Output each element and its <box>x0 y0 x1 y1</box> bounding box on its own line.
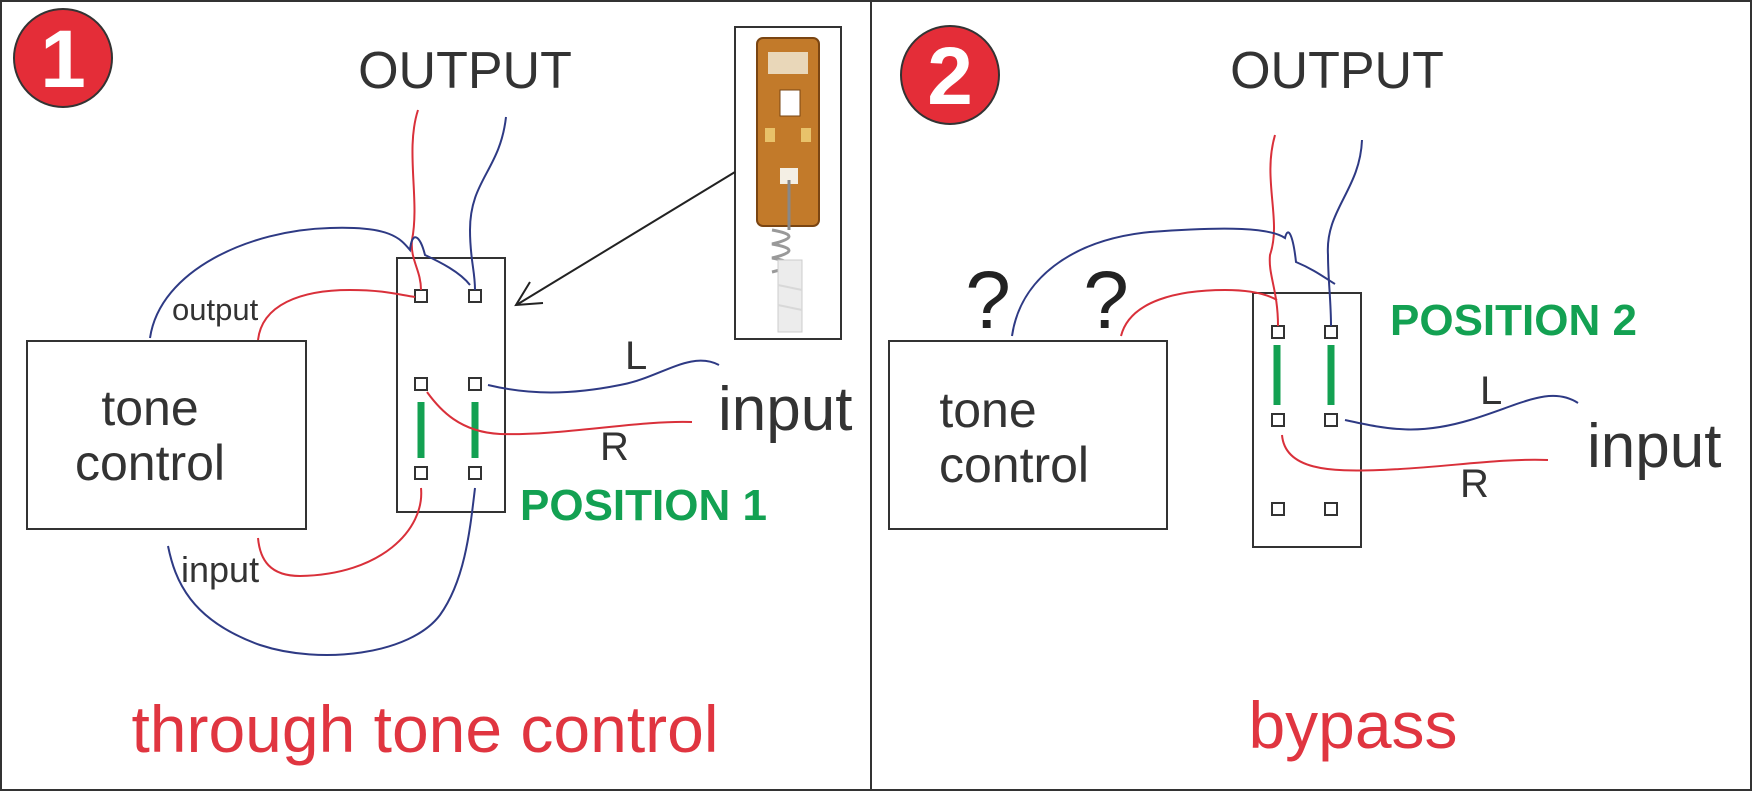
output-small-label-1: output <box>172 292 259 327</box>
output-heading-2: OUTPUT <box>1230 42 1444 100</box>
switch-1-terminal-mr <box>468 377 482 391</box>
output-blue-wire-1 <box>468 116 507 291</box>
wires-panel-1 <box>149 109 720 656</box>
input-R-wire-2 <box>1281 434 1549 472</box>
output-heading-1: OUTPUT <box>358 42 572 100</box>
channel-L-label-2: L <box>1480 369 1502 413</box>
question-mark-1: ? <box>965 255 1011 346</box>
badge-1-number: 1 <box>40 14 86 105</box>
question-mark-2: ? <box>1083 255 1129 346</box>
switch-1-terminal-bl <box>414 466 428 480</box>
switch-1-terminal-tl <box>414 289 428 303</box>
wires-panel-2 <box>1011 134 1579 472</box>
tone-control-box-1: tone control <box>26 340 307 530</box>
switch-2-terminal-bl <box>1271 502 1285 516</box>
tone-control-label-2b: control <box>939 437 1089 493</box>
output-blue-wire-2 <box>1326 139 1363 327</box>
output-red-wire-2 <box>1268 134 1279 327</box>
input-label-1: input <box>718 375 852 444</box>
pointer-arrow <box>514 171 736 307</box>
switch-1-terminal-tr <box>468 289 482 303</box>
switch-body-1 <box>396 257 506 513</box>
caption-2: bypass <box>1248 688 1457 762</box>
tone-input-red-wire-1 <box>257 487 423 578</box>
switch-2-terminal-br <box>1324 502 1338 516</box>
badge-2-number: 2 <box>927 31 973 122</box>
switch-2-terminal-tr <box>1324 325 1338 339</box>
tone-control-box-2: tone control <box>888 340 1168 530</box>
panel-2-frame <box>870 0 1752 791</box>
tone-input-blue-wire-1 <box>167 487 476 656</box>
output-red-wire-1 <box>410 109 422 291</box>
position-label-1: POSITION 1 <box>520 481 767 530</box>
channel-R-label-1: R <box>600 425 629 469</box>
channel-L-label-1: L <box>625 334 647 378</box>
switch-1-terminal-ml <box>414 377 428 391</box>
tone-control-label-2a: tone <box>939 382 1036 438</box>
switch-2-terminal-mr <box>1324 413 1338 427</box>
input-small-label-1: input <box>181 549 259 590</box>
channel-R-label-2: R <box>1460 462 1489 506</box>
panel-2 <box>870 0 1752 791</box>
switch-body-2 <box>1252 292 1362 548</box>
badge-1: 1 <box>13 8 113 108</box>
switch-2-terminal-tl <box>1271 325 1285 339</box>
switch-1-terminal-br <box>468 466 482 480</box>
tone-blue-wire-2 <box>1011 227 1336 337</box>
input-R-wire-1 <box>426 391 693 436</box>
output-blue-wire-loop-1 <box>149 226 471 339</box>
push-switch-photo-icon <box>734 26 842 340</box>
input-L-wire-2 <box>1344 394 1579 431</box>
tone-red-wire-2 <box>1120 288 1278 337</box>
input-L-wire-1 <box>487 359 720 394</box>
tone-control-label-1a: tone <box>101 380 198 436</box>
caption-1: through tone control <box>131 692 718 766</box>
output-red-wire-tone-1 <box>257 288 416 341</box>
badge-2: 2 <box>900 25 1000 125</box>
tone-control-label-1b: control <box>75 435 225 491</box>
input-label-2: input <box>1587 412 1721 481</box>
position-label-2: POSITION 2 <box>1390 296 1637 345</box>
switch-2-terminal-ml <box>1271 413 1285 427</box>
